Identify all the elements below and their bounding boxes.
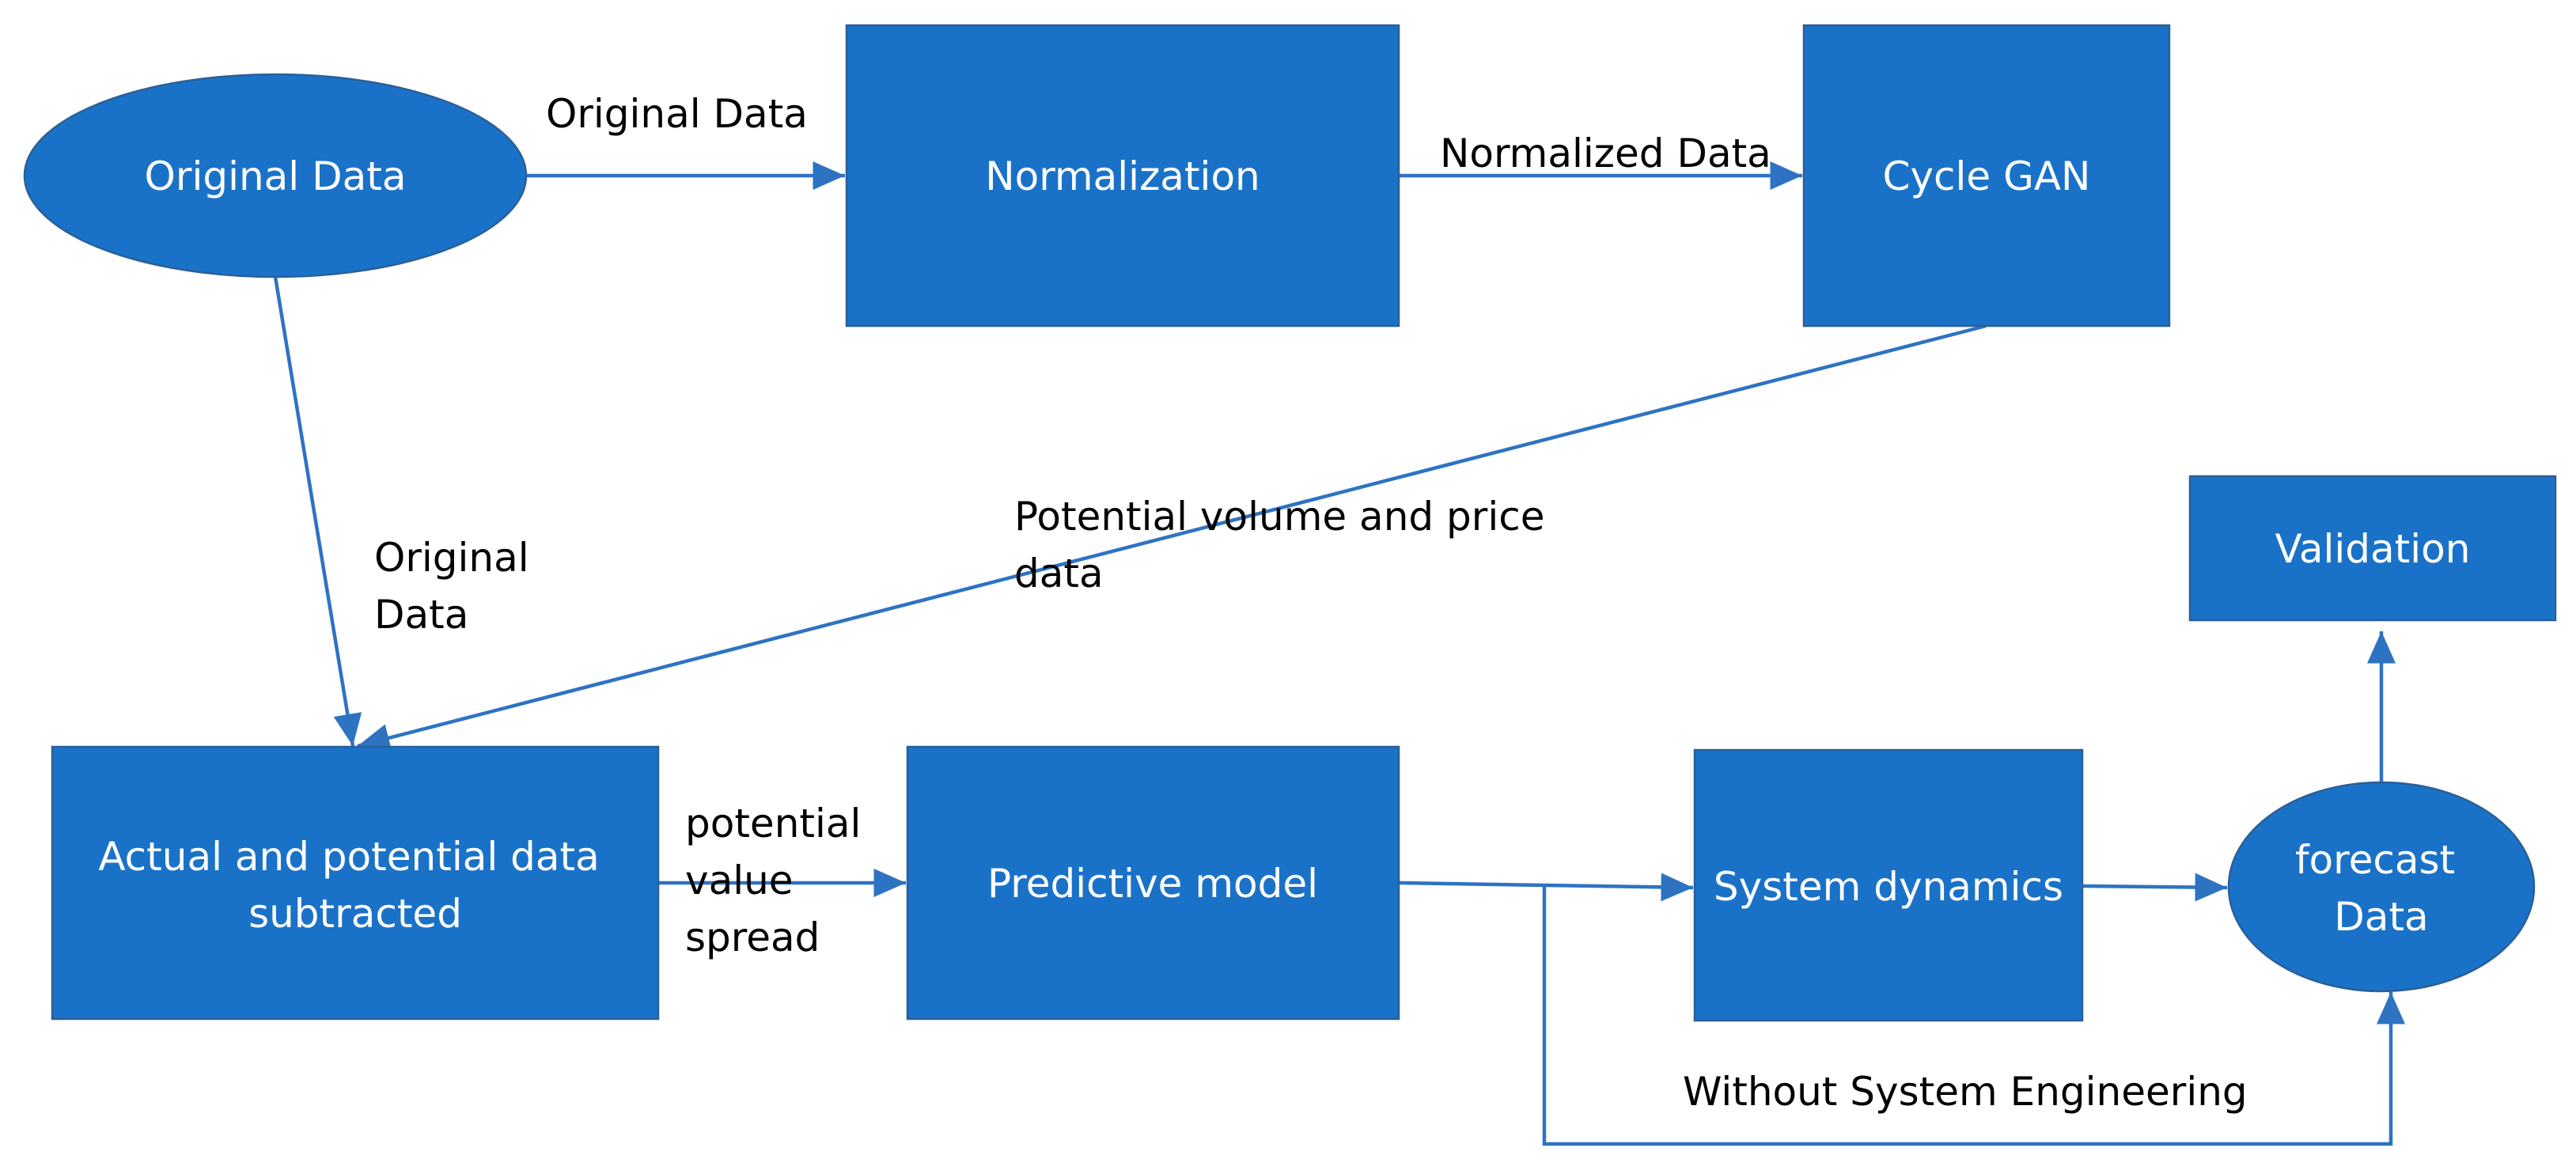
subtracted-label-line2: subtracted [248, 891, 462, 937]
system-dynamics-box [1693, 748, 2084, 1022]
edge-label-original-data-vertical: Original Data [374, 535, 542, 638]
edge-label-potential-volume-price: Potential volume and price data [1014, 494, 1557, 596]
edge-label-potential-line1: Potential volume and price [1014, 494, 1544, 540]
edge-original-to-subtracted [273, 276, 362, 747]
predictive-model-box [906, 745, 1400, 1021]
predictive-model-label: Predictive model [987, 861, 1318, 907]
edge-label-original-line1: Original [374, 535, 529, 581]
edge-label-spread-line1: potential [685, 801, 861, 846]
edge-cyclegan-to-subtracted [357, 324, 1987, 752]
subtracted-box [51, 745, 660, 1021]
edge-label-spread-line2: value [685, 858, 794, 903]
node-system-dynamics: System dynamics [1693, 748, 2084, 1022]
subtracted-label-line1: Actual and potential data [98, 834, 599, 880]
node-validation: Validation [2188, 475, 2557, 622]
edge-label-normalized-data: Normalized Data [1440, 131, 1771, 176]
forecast-data-label-line1: forecast [2295, 837, 2455, 883]
cycle-gan-label: Cycle GAN [1883, 153, 2091, 199]
edge-labels: Original Data Normalized Data Original D… [374, 91, 2248, 1115]
node-normalization: Normalization [845, 24, 1400, 328]
edge-predictive-to-systemdynamics [1398, 873, 1694, 902]
normalization-label: Normalization [985, 153, 1260, 199]
cycle-gan-box [1802, 24, 2171, 328]
system-dynamics-label: System dynamics [1714, 864, 2063, 910]
edge-label-original-line2: Data [374, 592, 468, 638]
forecast-data-ellipse [2227, 781, 2536, 993]
validation-label: Validation [2275, 526, 2471, 572]
subtracted-label: Actual and potential data subtracted [98, 834, 612, 937]
original-data-ellipse [23, 73, 528, 278]
edge-bypass-to-forecast [1542, 886, 2405, 1146]
forecast-data-label-line2: Data [2334, 894, 2428, 940]
node-cycle-gan: Cycle GAN [1802, 24, 2171, 328]
edge-label-spread-line3: spread [685, 915, 820, 960]
validation-box [2188, 475, 2557, 622]
node-subtracted: Actual and potential data subtracted [51, 745, 660, 1021]
normalization-box [845, 24, 1400, 328]
node-predictive-model: Predictive model [906, 745, 1400, 1021]
edge-label-potential-value-spread: potential value spread [685, 801, 873, 960]
node-forecast-data: forecast Data [2227, 781, 2536, 993]
forecast-data-label: forecast Data [2295, 837, 2468, 940]
edge-systemdynamics-to-forecast [2082, 873, 2228, 902]
node-original-data: Original Data [23, 73, 528, 278]
edges [273, 161, 2405, 1146]
edge-label-original-data: Original Data [546, 91, 808, 137]
original-data-label: Original Data [145, 153, 407, 199]
edge-label-without-system-engineering: Without System Engineering [1683, 1069, 2248, 1115]
edge-label-potential-line2: data [1014, 551, 1104, 596]
